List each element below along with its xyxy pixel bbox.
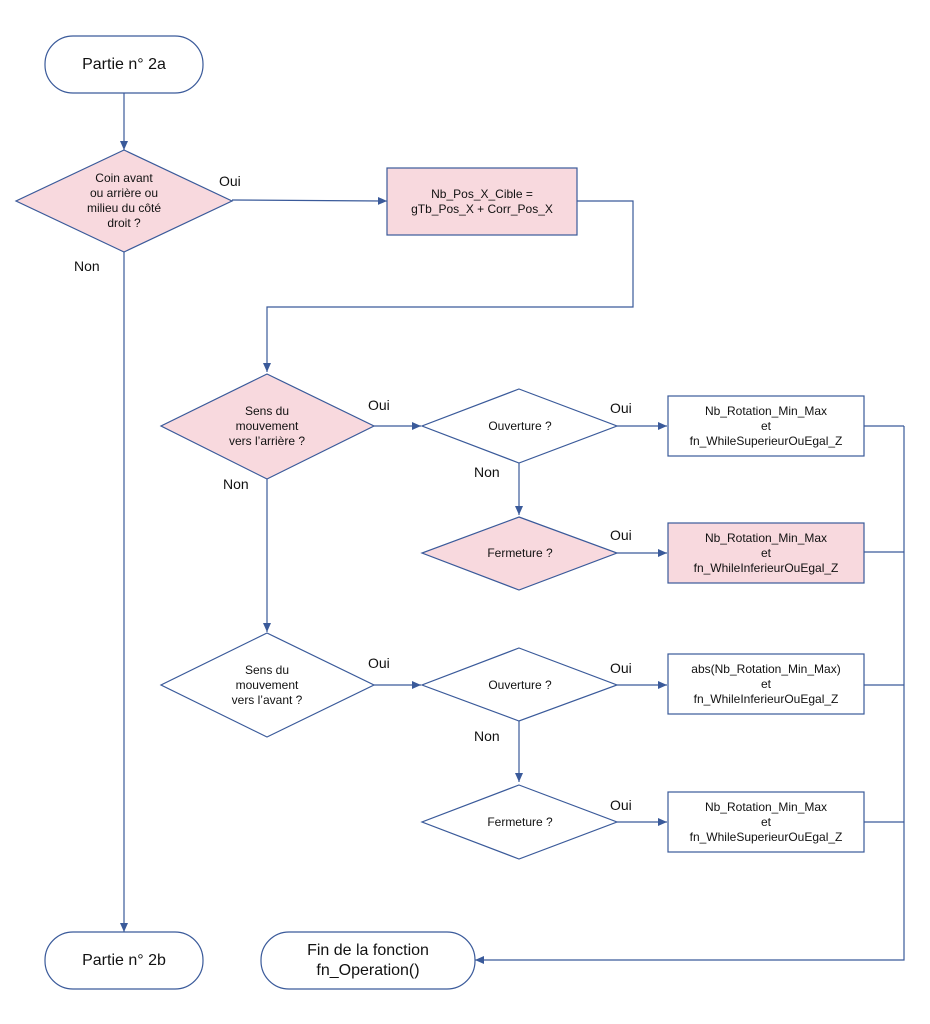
ouv2-decision-shape (420, 647, 619, 722)
rot4-process-label: Nb_Rotation_Min_Max et fn_WhileSuperieur… (689, 799, 843, 844)
edge-label-arriere-non: Non (223, 476, 249, 492)
end-fin-terminal-shape (260, 931, 476, 990)
coin-decision-label: Coin avant ou arrière ou milieu du côté … (86, 171, 162, 230)
ferm1-decision-shape (420, 516, 619, 591)
ferm2-decision-shape (420, 784, 619, 860)
end-2b-terminal: Partie n° 2b (82, 951, 166, 969)
edge-label-ouv2-non: Non (474, 728, 500, 744)
ferm2-decision-label: Fermeture ? (487, 814, 553, 829)
ouv1-decision-label: Ouverture ? (488, 418, 552, 433)
cible-process-shape (386, 167, 578, 236)
ferm1-decision-label: Fermeture ? (487, 545, 553, 560)
edge-merge-to-fin (475, 426, 905, 964)
end-2b-terminal-shape (44, 931, 204, 990)
edge-label-arriere-oui: Oui (368, 397, 390, 413)
rot1-process-shape (667, 395, 865, 457)
edge-coin-oui (231, 196, 388, 205)
avant-decision-shape (159, 632, 376, 738)
arriere-decision-shape (159, 373, 376, 480)
arriere-decision-label: Sens du mouvement vers l’arrière ? (228, 403, 306, 448)
start-terminal: Partie n° 2a (82, 55, 166, 73)
nodes (14, 35, 865, 990)
edge-label-ouv1-non: Non (474, 464, 500, 480)
edge-cible-to-arriere (263, 200, 634, 372)
end-fin-terminal: Fin de la fonction fn_Operation() (307, 941, 429, 979)
rot2-process-label: Nb_Rotation_Min_Max et fn_WhileInferieur… (693, 530, 839, 575)
coin-decision-shape (14, 149, 234, 253)
edge-label-coin-oui: Oui (219, 173, 241, 189)
edge-label-ouv2-oui: Oui (610, 660, 632, 676)
cible-process-label: Nb_Pos_X_Cible = gTb_Pos_X + Corr_Pos_X (411, 186, 553, 216)
edge-label-ferm1-oui: Oui (610, 527, 632, 543)
rot3-process-shape (667, 653, 865, 715)
edge-label-coin-non: Non (74, 258, 100, 274)
ouv2-decision-label: Ouverture ? (488, 677, 552, 692)
rot2-process-shape (667, 522, 865, 584)
edges (120, 93, 905, 964)
start-terminal-shape (44, 35, 204, 94)
ouv1-decision-shape (420, 388, 619, 464)
edge-label-ouv1-oui: Oui (610, 400, 632, 416)
avant-decision-label: Sens du mouvement vers l’avant ? (231, 662, 303, 707)
rot3-process-label: abs(Nb_Rotation_Min_Max) et fn_WhileInfe… (691, 661, 841, 706)
rot1-process-label: Nb_Rotation_Min_Max et fn_WhileSuperieur… (689, 403, 843, 448)
edge-label-ferm2-oui: Oui (610, 797, 632, 813)
edge-label-avant-oui: Oui (368, 655, 390, 671)
rot4-process-shape (667, 791, 865, 853)
